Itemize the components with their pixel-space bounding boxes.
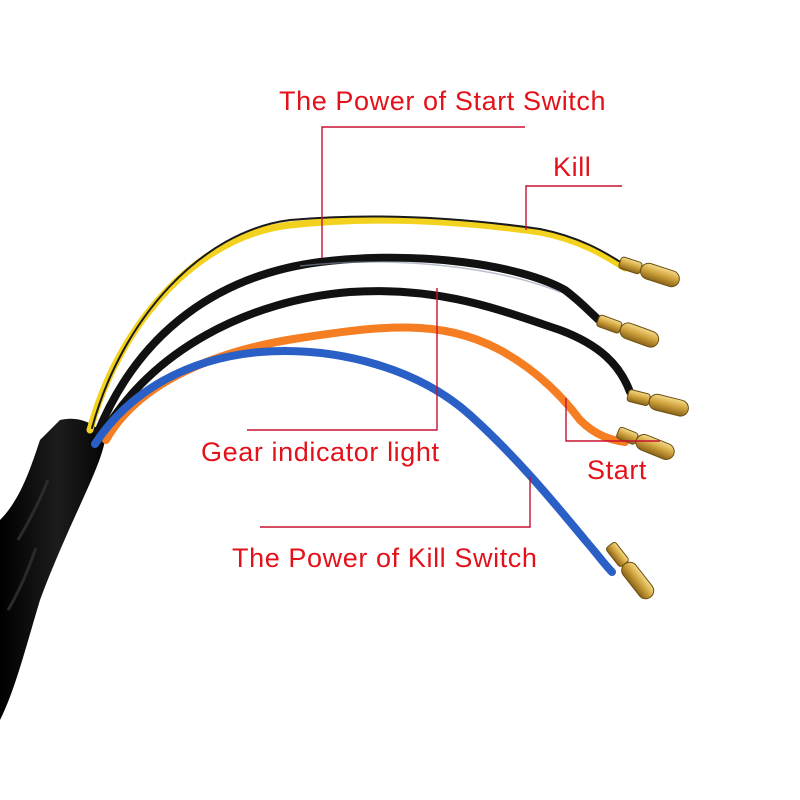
wire-black-lower [98,287,634,440]
callout-kill [525,185,622,230]
wire-black-upper [94,253,609,436]
label-gear-indicator-light: Gear indicator light [201,437,440,467]
label-start: Start [587,455,647,485]
label-power-kill-switch: The Power of Kill Switch [232,543,538,573]
wire-blue [91,347,616,576]
terminal-power-start [596,314,660,348]
terminals [596,256,689,600]
callout-lines [247,126,660,528]
label-kill: Kill [553,152,591,182]
callout-power-kill [260,477,531,528]
terminal-gear [626,389,689,417]
wires [86,215,634,576]
label-power-start-switch: The Power of Start Switch [279,86,606,116]
terminal-kill [618,256,680,288]
callout-start [565,398,660,442]
cable-sheath [0,418,105,720]
terminal-power-kill [605,542,655,600]
labels: The Power of Start Switch Kill Gear indi… [201,86,647,573]
callout-power-start [321,126,525,258]
callout-gear [247,288,438,431]
